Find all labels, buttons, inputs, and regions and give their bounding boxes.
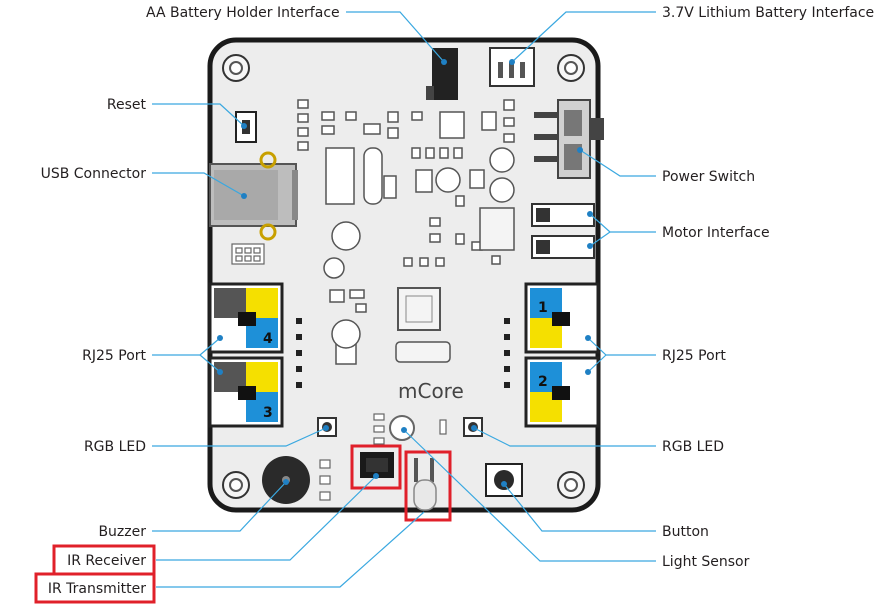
label-ir-receiver: IR Receiver (67, 553, 146, 569)
label-lithium-battery: 3.7V Lithium Battery Interface (662, 5, 874, 21)
label-rj25-right: RJ25 Port (662, 348, 726, 364)
ir-transmitter-highlight (404, 450, 452, 522)
port-number-3: 3 (263, 405, 273, 421)
board: 4 3 1 2 (207, 37, 604, 513)
usb-chip (395, 341, 451, 363)
icsp-header (231, 243, 265, 265)
label-rgb-left: RGB LED (84, 439, 146, 455)
ir-receiver-highlight (350, 444, 402, 490)
label-button: Button (662, 524, 709, 540)
label-rgb-right: RGB LED (662, 439, 724, 455)
ir-transmitter-label-highlight (34, 572, 156, 604)
label-usb: USB Connector (41, 166, 147, 182)
rj25-port-4: 4 (208, 282, 284, 354)
label-power-switch: Power Switch (662, 169, 755, 185)
label-motor: Motor Interface (662, 225, 770, 241)
label-rj25-left: RJ25 Port (82, 348, 146, 364)
labels: AA Battery Holder Interface 3.7V Lithium… (41, 5, 875, 597)
aa-battery-connector (426, 48, 458, 100)
label-ir-transmitter: IR Transmitter (48, 581, 146, 597)
label-buzzer: Buzzer (98, 524, 146, 540)
push-button-part (485, 463, 523, 497)
capacitors (323, 147, 515, 349)
port-number-2: 2 (538, 374, 548, 390)
lithium-battery-connector (489, 47, 535, 87)
leader-lines (152, 11, 656, 588)
crystal (363, 147, 383, 205)
power-switch-part (534, 99, 604, 179)
label-aa-battery: AA Battery Holder Interface (146, 5, 340, 21)
ir-transmitter-part (413, 458, 437, 511)
port-number-1: 1 (538, 300, 548, 316)
port-number-4: 4 (263, 331, 273, 347)
smd-components (297, 99, 515, 365)
port-indicator-dots (296, 318, 510, 388)
mcu-chip (397, 287, 441, 331)
usb-port (209, 151, 298, 241)
motor-driver-ic (479, 207, 515, 251)
mounting-holes (222, 54, 585, 499)
motor-connectors (531, 203, 595, 259)
rj25-port-1: 1 (524, 282, 600, 354)
rj25-port-2: 2 (524, 356, 600, 428)
board-name: mCore (398, 379, 464, 403)
label-reset: Reset (107, 97, 147, 113)
label-light-sensor: Light Sensor (662, 554, 750, 570)
highlight-boxes (34, 444, 452, 604)
ir-receiver-part (360, 452, 394, 478)
rj25-port-3: 3 (208, 356, 284, 428)
